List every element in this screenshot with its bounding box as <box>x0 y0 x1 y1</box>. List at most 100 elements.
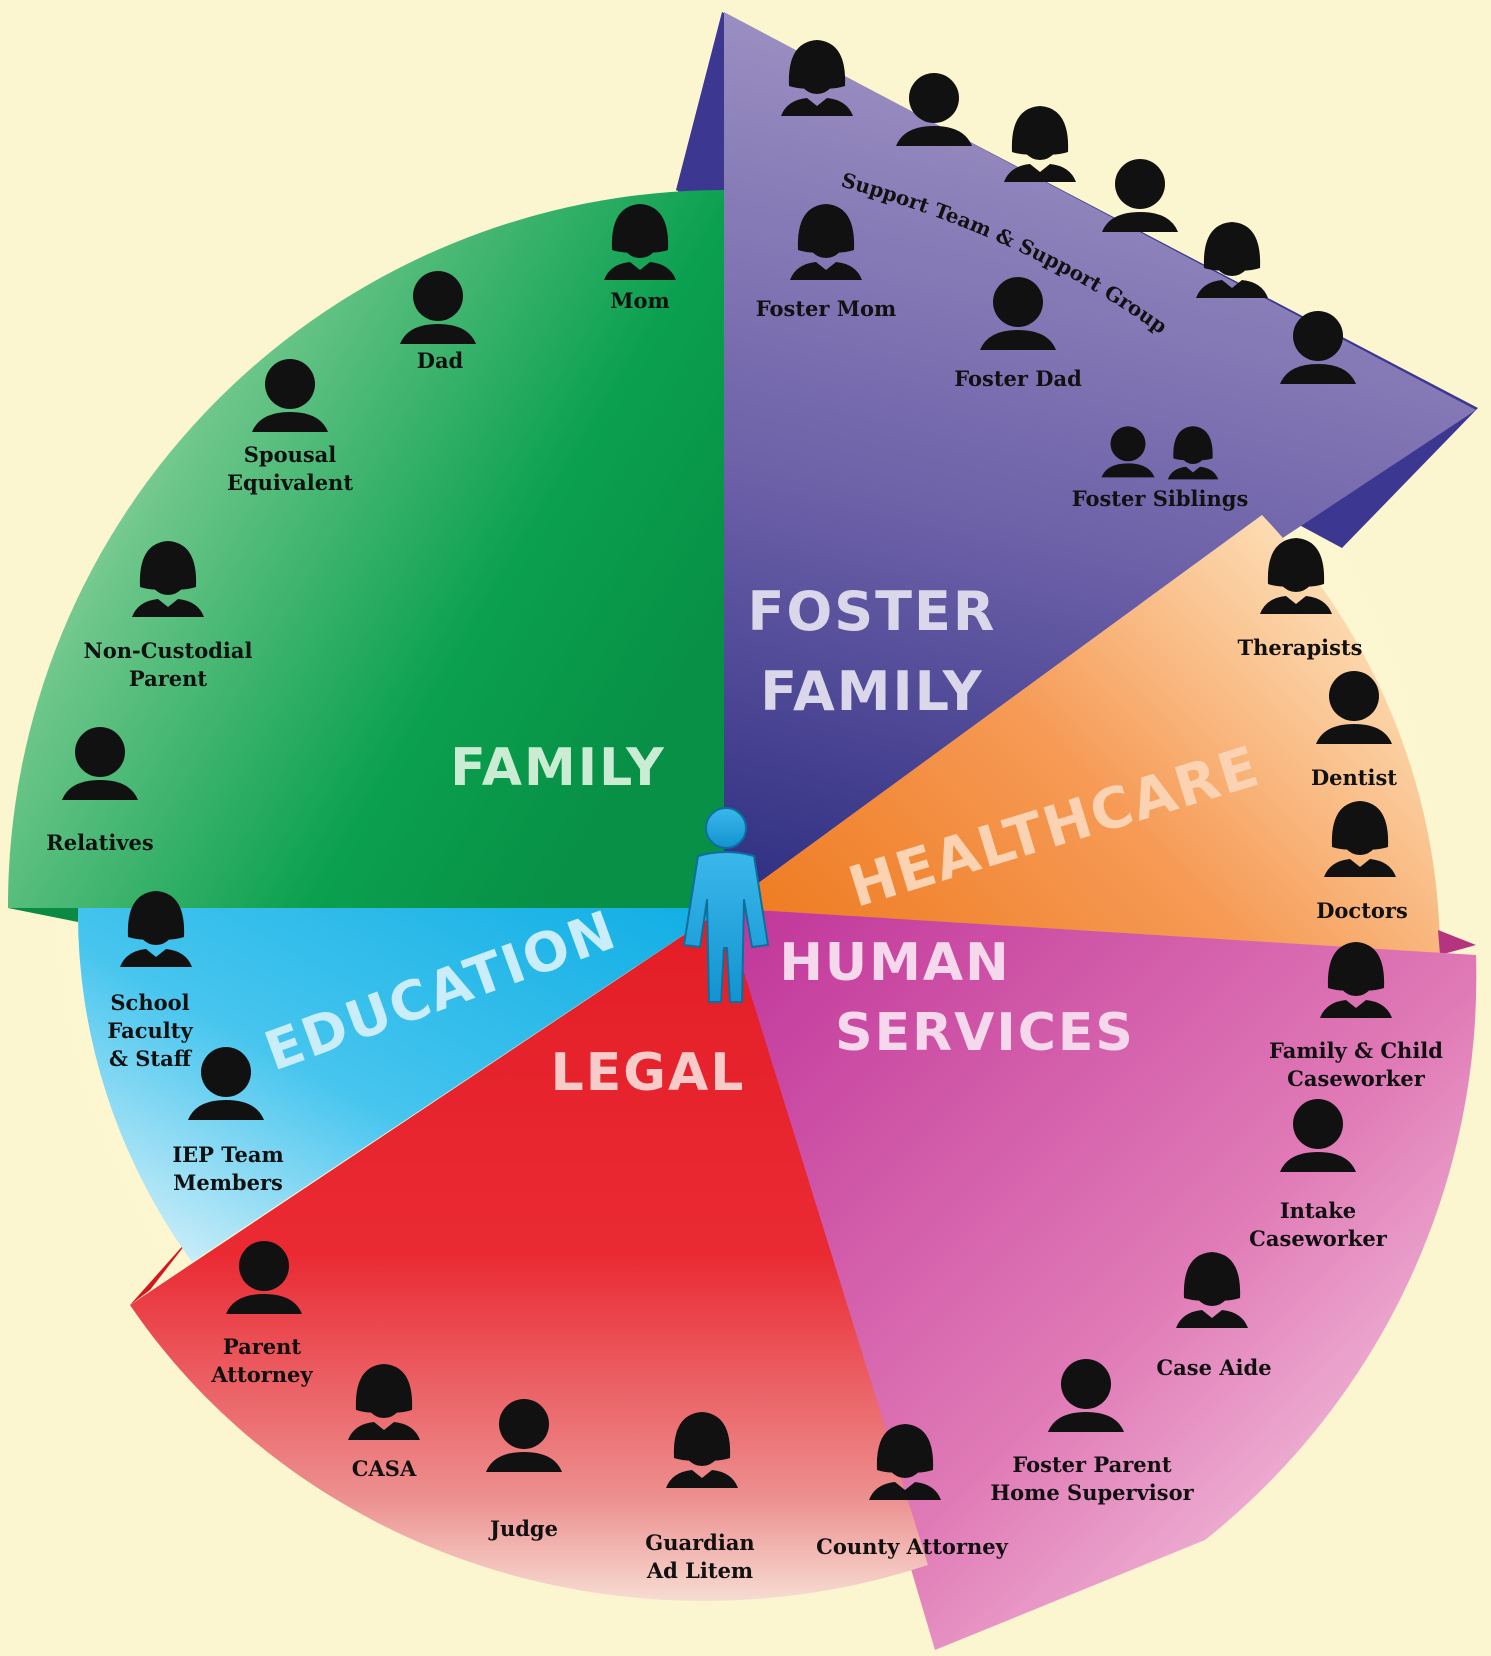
person-foster-mom: Foster Mom <box>756 204 897 321</box>
male-person-icon <box>226 1241 302 1314</box>
family-people: MomDadSpousalEquivalentNon-CustodialPare… <box>46 204 676 855</box>
person-label-line-2: Ad Litem <box>646 1558 753 1583</box>
female-person-icon <box>120 891 192 967</box>
sector-healthcare <box>724 515 1476 955</box>
person-therapists: Therapists <box>1238 538 1362 660</box>
person-label-line-3: & Staff <box>109 1046 193 1071</box>
sector-foster-family <box>676 12 1478 908</box>
male-person-icon <box>486 1399 562 1472</box>
female-person-icon <box>1176 1252 1248 1328</box>
child-figure-icon <box>683 807 769 1003</box>
female-person-icon <box>869 1424 941 1500</box>
female-person-icon <box>1260 538 1332 614</box>
sector-family <box>7 190 725 922</box>
person-label-line-1: Parent <box>223 1334 302 1359</box>
foster-family-title-line-2: FAMILY <box>760 660 983 723</box>
female-person-icon <box>132 541 204 617</box>
person-label: County Attorney <box>816 1534 1008 1559</box>
person-label: CASA <box>352 1456 417 1481</box>
person-label-line-1: Guardian <box>645 1530 754 1555</box>
person-label-line-1: Spousal <box>244 442 337 467</box>
person-label: Foster Siblings <box>1072 486 1249 511</box>
female-person-icon <box>1004 106 1076 182</box>
female-person-icon <box>1320 942 1392 1018</box>
person-label-line-1: IEP Team <box>172 1142 283 1167</box>
family-fold <box>8 908 78 922</box>
person-label-line-2: Attorney <box>210 1362 313 1387</box>
family-wedge <box>7 190 725 908</box>
family-title: FAMILY <box>450 738 666 798</box>
person-label: Relatives <box>46 830 153 855</box>
person-label: Judge <box>488 1516 558 1541</box>
female-person-icon <box>666 1412 738 1488</box>
person-case-aide: Case Aide <box>1156 1252 1272 1380</box>
person-label-line-2: Faculty <box>107 1018 193 1043</box>
legal-fold <box>130 1232 195 1305</box>
male-person-icon <box>1102 159 1178 232</box>
person-label-line-1: Family & Child <box>1269 1038 1443 1063</box>
female-person-icon <box>1196 222 1268 298</box>
female-person-icon <box>604 204 676 280</box>
legal-title: LEGAL <box>551 1043 746 1103</box>
human-services-title-line-1: HUMAN <box>779 933 1010 993</box>
male-person-icon <box>62 727 138 800</box>
male-person-icon <box>1280 311 1356 384</box>
person-label-line-2: Caseworker <box>1249 1226 1388 1251</box>
person-label-line-2: Parent <box>129 666 208 691</box>
person-label-line-2: Caseworker <box>1287 1066 1426 1091</box>
person-relatives: Relatives <box>46 727 154 855</box>
male-person-icon <box>188 1047 264 1120</box>
person-label: Doctors <box>1316 898 1408 923</box>
person-doctors: Doctors <box>1316 801 1408 923</box>
person-label: Case Aide <box>1156 1355 1271 1380</box>
female-person-icon <box>1324 801 1396 877</box>
male-person-icon <box>1316 671 1392 744</box>
male-person-icon <box>1280 1099 1356 1172</box>
person-foster-dad: Foster Dad <box>954 277 1082 391</box>
human-services-title-line-2: SERVICES <box>835 1003 1135 1063</box>
sector-legal <box>130 908 928 1601</box>
person-casa: CASA <box>348 1364 420 1481</box>
person-label-line-1: Intake <box>1280 1198 1356 1223</box>
education-wedge <box>77 908 724 1262</box>
female-person-icon <box>781 40 853 116</box>
male-person-icon <box>1048 1359 1124 1432</box>
person-dentist: Dentist <box>1311 671 1397 790</box>
human-services-people: Family & ChildCaseworkerIntakeCaseworker… <box>990 942 1443 1505</box>
support-team-icons <box>781 40 1356 384</box>
person-foster-siblings: Foster Siblings <box>1072 426 1249 511</box>
healthcare-wedge <box>724 515 1440 955</box>
person-label: Foster Dad <box>954 366 1082 391</box>
person-county-attorney: County Attorney <box>816 1424 1009 1559</box>
male-person-icon <box>1101 426 1155 478</box>
person-label-line-2: Home Supervisor <box>990 1480 1194 1505</box>
female-person-icon <box>1167 426 1219 480</box>
person-label: Mom <box>610 288 669 313</box>
female-person-icon <box>790 204 862 280</box>
person-guardian-ad-litem: Guardian Ad Litem <box>645 1412 755 1583</box>
person-mom: Mom <box>604 204 676 313</box>
person-label: Foster Mom <box>756 296 897 321</box>
person-label-line-2: Equivalent <box>227 470 353 495</box>
legal-wedge <box>130 908 928 1601</box>
person-label: Dentist <box>1311 765 1397 790</box>
person-label: Dad <box>417 348 464 373</box>
male-person-icon <box>980 277 1056 350</box>
foster-family-title-line-1: FOSTER <box>748 580 997 643</box>
male-person-icon <box>896 73 972 146</box>
person-dad: Dad <box>400 271 476 373</box>
person-label-line-1: Non-Custodial <box>84 638 253 663</box>
